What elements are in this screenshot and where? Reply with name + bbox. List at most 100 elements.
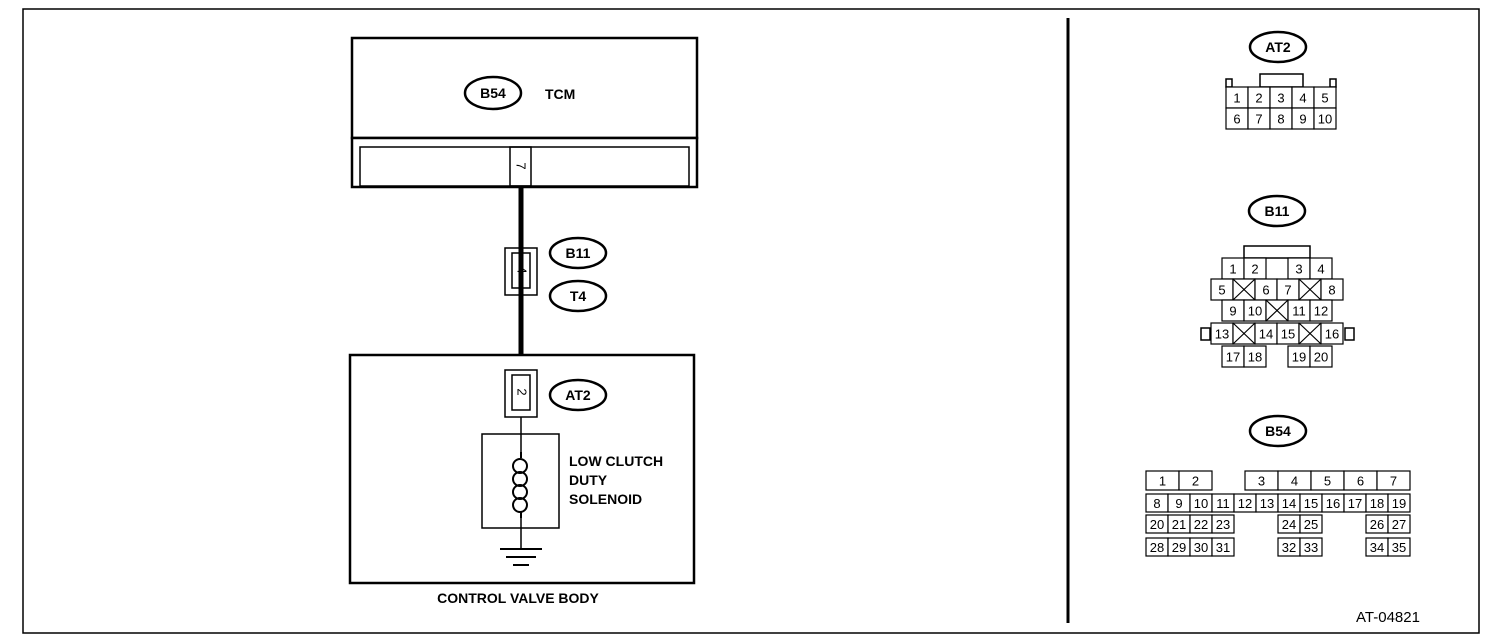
pin-number: 1	[1233, 91, 1240, 106]
pin-number: 2	[1251, 262, 1258, 277]
pin-cell	[1299, 537, 1323, 557]
pin-number: 2	[1255, 91, 1262, 106]
pin-number: 8	[1153, 496, 1160, 511]
pin-number: 2	[1192, 474, 1199, 489]
coil-icon	[512, 452, 528, 518]
pin-number: 11	[1292, 304, 1306, 319]
ground-icon	[500, 548, 542, 566]
pin-number: 12	[1238, 496, 1252, 511]
pin-number: 6	[1357, 474, 1364, 489]
control-valve-label: CONTROL VALVE BODY	[437, 590, 599, 606]
b11-oval	[548, 236, 608, 270]
solenoid-label-1: LOW CLUTCH	[569, 453, 663, 469]
harness-pin-label: 4	[515, 266, 530, 273]
tcm-pin-box	[509, 146, 532, 187]
figure-id: AT-04821	[1356, 609, 1420, 626]
pin-number: 29	[1172, 540, 1186, 555]
pin-number: 5	[1218, 283, 1225, 298]
pin-number: 1	[1229, 262, 1236, 277]
tcm-unit: 7 B54 TCM	[350, 36, 699, 189]
t4-oval	[548, 279, 608, 313]
pin-number: 6	[1262, 283, 1269, 298]
pin-cell	[1211, 537, 1235, 557]
unused-pin-mark	[1298, 322, 1322, 345]
unused-pin-mark	[1298, 278, 1322, 301]
pin-number: 32	[1282, 540, 1296, 555]
pin-cell	[1211, 514, 1235, 534]
pin-number: 9	[1175, 496, 1182, 511]
pin-cell	[1387, 514, 1411, 534]
pin-number: 15	[1281, 327, 1295, 342]
pin-number: 22	[1194, 517, 1208, 532]
pin-number: 33	[1304, 540, 1318, 555]
pin-number: 27	[1392, 517, 1406, 532]
solenoid-box	[481, 433, 560, 529]
pin-number: 34	[1370, 540, 1384, 555]
pin-cell	[1309, 345, 1333, 368]
pin-cell	[1313, 107, 1337, 130]
pin-number: 3	[1258, 474, 1265, 489]
pin-number: 3	[1277, 91, 1284, 106]
pin-number: 23	[1216, 517, 1230, 532]
pin-number: 11	[1216, 496, 1230, 511]
tcm-connector-oval	[463, 75, 523, 111]
at2-view-title: AT2	[1265, 39, 1291, 55]
unused-pin-mark	[1232, 322, 1256, 345]
pin-number: 9	[1299, 112, 1306, 127]
pin-number: 24	[1282, 517, 1296, 532]
pin-number: 16	[1326, 496, 1340, 511]
control-valve-body: 2 AT2 LOW CLUTCH DUTY SOLENOID	[348, 353, 696, 585]
pin-number: 19	[1292, 350, 1306, 365]
pin-number: 7	[1255, 112, 1262, 127]
solenoid-label-2: DUTY	[569, 472, 608, 488]
pin-number: 25	[1304, 517, 1318, 532]
pin-number: 1	[1159, 474, 1166, 489]
tcm-label: TCM	[545, 86, 575, 102]
pin-number: 4	[1317, 262, 1324, 277]
pin-number: 7	[1390, 474, 1397, 489]
pin-number: 3	[1295, 262, 1302, 277]
unused-pin-mark	[1265, 299, 1289, 322]
diagram-frame	[22, 8, 1480, 634]
pin-number: 31	[1216, 540, 1230, 555]
pin-number: 18	[1370, 496, 1384, 511]
pin-number: 10	[1318, 112, 1332, 127]
at2-connector-id: AT2	[565, 387, 591, 403]
pin-number: 5	[1324, 474, 1331, 489]
pin-number: 35	[1392, 540, 1406, 555]
pin-number: 13	[1215, 327, 1229, 342]
pin-number: 26	[1370, 517, 1384, 532]
pin-number: 21	[1172, 517, 1186, 532]
pin-number: 8	[1328, 283, 1335, 298]
b11-view-title: B11	[1265, 203, 1290, 219]
pin-number: 4	[1291, 474, 1298, 489]
pin-number: 5	[1321, 91, 1328, 106]
pin-number: 18	[1248, 350, 1262, 365]
pin-number: 8	[1277, 112, 1284, 127]
solenoid-label-3: SOLENOID	[569, 491, 642, 507]
unused-pin-mark	[1232, 278, 1256, 301]
pin-number: 17	[1226, 350, 1240, 365]
b11-id: B11	[566, 245, 591, 261]
t4-id: T4	[570, 288, 587, 304]
pin-cell	[1243, 345, 1267, 368]
pin-number: 30	[1194, 540, 1208, 555]
pin-number: 13	[1260, 496, 1274, 511]
tcm-connector-id: B54	[480, 85, 506, 101]
b54-view-title: B54	[1265, 423, 1291, 439]
pin-number: 14	[1259, 327, 1273, 342]
b11-t4-connector: 4 B11 T4	[504, 236, 608, 313]
pin-number: 10	[1248, 304, 1262, 319]
pin-number: 17	[1348, 496, 1362, 511]
pin-number: 20	[1314, 350, 1328, 365]
pin-cell	[1299, 514, 1323, 534]
at2-oval	[548, 378, 608, 412]
pin-number: 16	[1325, 327, 1339, 342]
pin-number: 9	[1229, 304, 1236, 319]
